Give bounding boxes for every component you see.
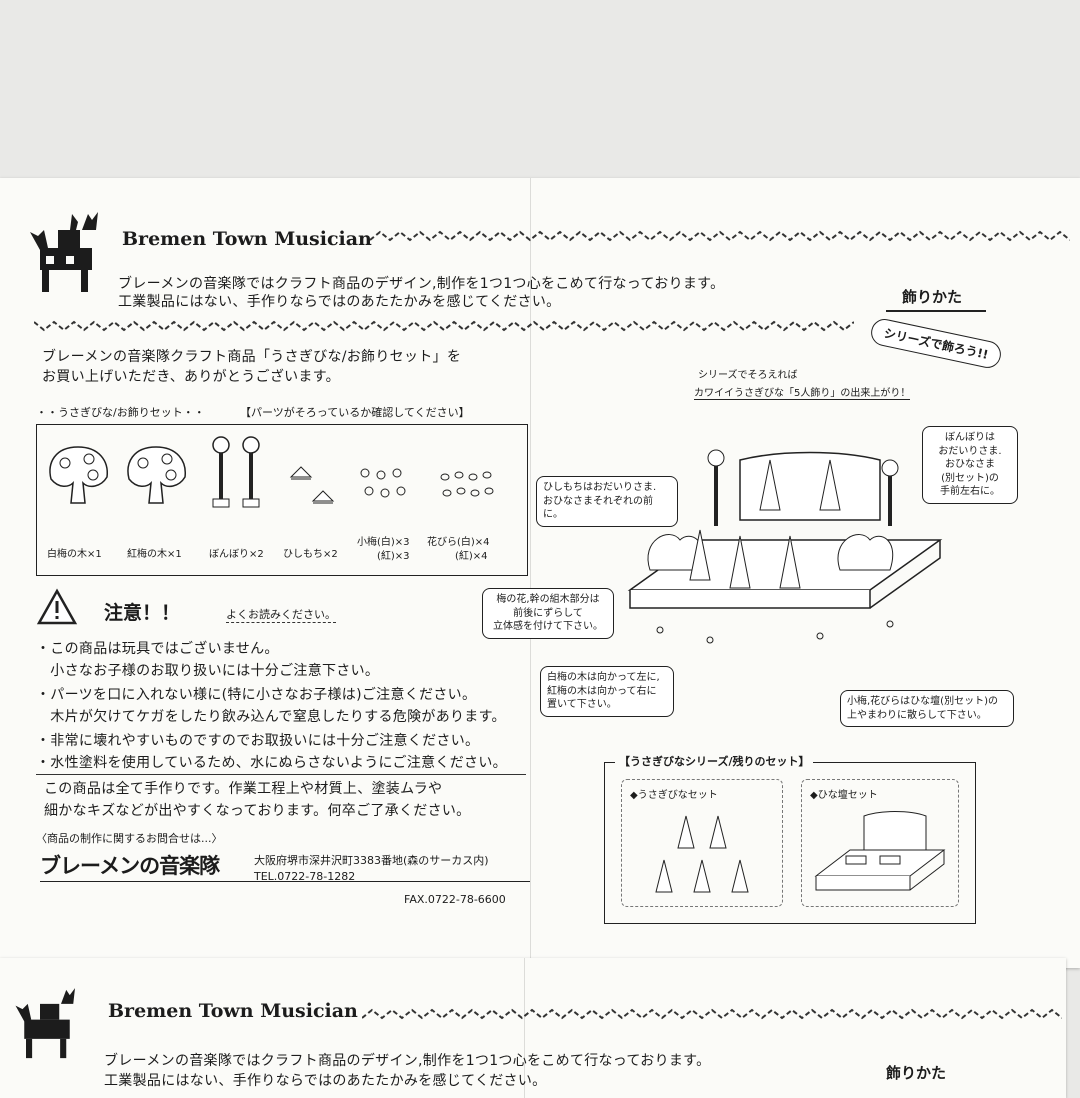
red-plum-tree-icon (127, 446, 186, 504)
caution-line: ・非常に壊れやすいものですのでお取扱いには十分ご注意ください。 (36, 733, 480, 749)
brand-title: Bremen Town Musician (122, 228, 372, 250)
usagibina-set-panel: ◆うさぎびなセット (621, 779, 783, 907)
part-label: (紅)×4 (455, 551, 488, 562)
rabbit-dolls-icon (655, 815, 749, 893)
thanks-line-1: ブレーメンの音楽隊クラフト商品「うさぎびな/お飾りセット」を (42, 349, 462, 365)
callout-trees: 白梅の木は向かって左に, 紅梅の木は向かって右に 置いて下さい。 (540, 666, 674, 717)
brand-title: Bremen Town Musician (108, 1000, 358, 1022)
callout-line: 上やまわりに散らして下さい。 (847, 709, 987, 721)
warning-triangle-icon (36, 588, 78, 625)
divider (40, 881, 530, 882)
thanks-line-2: お買い上げいただき、ありがとうございます。 (42, 369, 340, 385)
parts-box: 白梅の木×1 紅梅の木×1 ぼんぼり×2 ひしもち×2 小梅(白)×3 (紅)×… (36, 424, 528, 576)
bremen-logo (30, 212, 98, 292)
caution-subtitle: よくお読みください。 (226, 608, 336, 623)
callout-line: (別セット)の (941, 472, 999, 484)
callout-line: 手前左右に。 (940, 486, 1000, 497)
display-illustration (627, 449, 943, 644)
intro-line-2: 工業製品にはない、手作りならではのあたたかみを感じてください。 (118, 294, 561, 310)
handmade-line-2: 細かなキズなどが出やすくなっております。何卒ご了承ください。 (44, 803, 471, 819)
part-label: 花びら(白)×4 (427, 537, 490, 548)
series-tag-text: シリーズで飾ろう!! (882, 326, 990, 362)
part-label: (紅)×3 (377, 551, 410, 562)
callout-line: 立体感を付けて下さい。 (493, 621, 603, 632)
caution-line: ・この商品は玩具ではございません。 (36, 641, 279, 657)
intro-line-1: ブレーメンの音楽隊ではクラフト商品のデザイン,制作を1つ1つ心をこめて行なってお… (118, 276, 725, 292)
title-underline (886, 310, 986, 312)
callout-line: ひしもちはおだいりさま. (543, 482, 657, 493)
callout-bonbori: ぼんぼりは おだいりさま. おひなさま (別セット)の 手前左右に。 (922, 426, 1018, 504)
decoration-title: 飾りかた (902, 288, 963, 306)
handmade-line-1: この商品は全て手作りです。作業工程上や材質上、塗装ムラや (44, 781, 443, 797)
zigzag-divider (362, 1008, 1062, 1020)
series-tag: シリーズで飾ろう!! (868, 316, 1004, 371)
callout-line: おひなさまそれぞれの前に。 (543, 495, 653, 521)
series-note-2: カワイイうさぎびな「5人飾り」の出来上がり！ (694, 384, 911, 400)
callout-line: ぼんぼりは (945, 432, 995, 443)
second-pamphlet-sheet: Bremen Town Musician ブレーメンの音楽隊ではクラフト商品のデ… (0, 958, 1066, 1098)
hina-stand-icon (814, 811, 946, 891)
callout-line: 小梅,花びらはひな壇(別セット)の (847, 696, 998, 707)
callout-line: 梅の花,幹の組木部分は (496, 594, 600, 605)
bonbori-lamp-icon (212, 436, 260, 508)
part-label: 小梅(白)×3 (357, 537, 410, 548)
contact-address: 大阪府堺市深井沢町3383番地(森のサーカス内) (254, 854, 489, 867)
decoration-title: 飾りかた (886, 1064, 947, 1082)
callout-line: 白梅の木は向かって左に, (547, 672, 660, 683)
callout-line: 前後にずらして (513, 607, 583, 619)
company-logo-text: ブレーメンの音楽隊 (40, 854, 220, 878)
part-label: ひしもち×2 (283, 549, 338, 560)
hinadan-set-panel: ◆ひな壇セット (801, 779, 959, 907)
bremen-logo (15, 988, 75, 1059)
caution-line: ・水性塗料を使用しているため、水にぬらさないようにご注意ください。 (36, 755, 507, 771)
part-label: ぼんぼり×2 (209, 549, 264, 560)
callout-line: 置いて下さい。 (547, 699, 617, 710)
callout-line: 紅梅の木は向かって右に (547, 685, 657, 697)
part-label: 白梅の木×1 (47, 549, 102, 560)
callout-petals: 小梅,花びらはひな壇(別セット)の 上やまわりに散らして下さい。 (840, 690, 1014, 727)
set-label: ◆ひな壇セット (810, 790, 878, 801)
intro-line-1: ブレーメンの音楽隊ではクラフト商品のデザイン,制作を1つ1つ心をこめて行なってお… (104, 1053, 711, 1069)
small-plum-icon (360, 468, 406, 498)
parts-check: 【パーツがそろっているか確認してください】 (240, 406, 470, 419)
set-label: ◆うさぎびなセット (630, 790, 718, 801)
series-note-1: シリーズでそろえれば (698, 370, 798, 381)
white-plum-tree-icon (49, 446, 108, 504)
callout-ume: 梅の花,幹の組木部分は 前後にずらして 立体感を付けて下さい。 (482, 588, 614, 639)
pamphlet-sheet: Bremen Town Musician ブレーメンの音楽隊ではクラフト商品のデ… (0, 178, 1080, 968)
divider (36, 774, 526, 775)
fold-line (524, 958, 525, 1098)
zigzag-divider (370, 230, 1070, 242)
intro-line-2: 工業製品にはない、手作りならではのあたたかみを感じてください。 (104, 1073, 547, 1089)
remaining-sets-box: 【うさぎびなシリーズ/残りのセット】 ◆うさぎびなセット ◆ひな壇セット (604, 753, 976, 924)
parts-title: ・・うさぎびな/お飾りセット・・ (36, 406, 205, 419)
caution-line: 小さなお子様のお取り扱いには十分ご注意下さい。 (36, 663, 380, 679)
contact-fax: FAX.0722-78-6600 (404, 893, 506, 906)
contact-lead: 〈商品の制作に関するお問合せは...〉 (36, 832, 223, 845)
callout-hishimochi: ひしもちはおだいりさま. おひなさまそれぞれの前に。 (536, 476, 678, 527)
zigzag-divider (34, 320, 854, 332)
callout-line: おだいりさま. (938, 445, 1002, 457)
remaining-title: 【うさぎびなシリーズ/残りのセット】 (615, 753, 814, 769)
contact-tel: TEL.0722-78-1282 (254, 870, 356, 883)
callout-line: おひなさま (945, 459, 995, 470)
fold-line (530, 178, 531, 968)
caution-line: 木片が欠けてケガをしたり飲み込んで窒息したりする危険があります。 (36, 709, 506, 725)
petal-icon (440, 471, 494, 497)
hishimochi-icon (289, 466, 335, 504)
caution-line: ・パーツを口に入れない様に(特に小さなお子様は)ご注意ください。 (36, 687, 477, 703)
caution-title: 注意！！ (104, 602, 181, 624)
part-label: 紅梅の木×1 (127, 549, 182, 560)
